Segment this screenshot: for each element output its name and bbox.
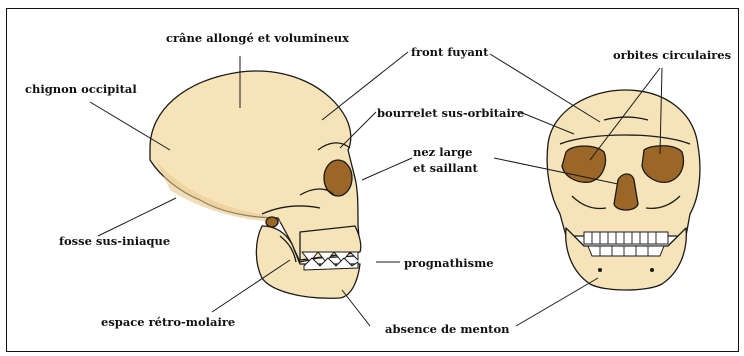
frontal-nasal	[614, 174, 638, 210]
label-nez-line2: et saillant	[413, 161, 478, 175]
label-front-fuyant: front fuyant	[411, 45, 488, 59]
label-bourrelet: bourrelet sus-orbitaire	[377, 106, 524, 120]
label-prognathisme: prognathisme	[404, 256, 494, 270]
label-nez-line1: nez large	[413, 145, 472, 159]
label-chignon: chignon occipital	[25, 82, 137, 96]
label-fosse: fosse sus-iniaque	[59, 234, 170, 248]
frontal-orbit-right	[642, 146, 683, 183]
leader-fosse	[98, 198, 176, 236]
leader-nez-lateral	[362, 158, 412, 180]
lateral-skull	[150, 71, 361, 298]
leader-menton-frontal	[516, 278, 598, 326]
label-orbites: orbites circulaires	[613, 48, 731, 62]
label-crane: crâne allongé et volumineux	[166, 31, 349, 45]
leader-menton-lateral	[342, 290, 370, 326]
label-menton: absence de menton	[385, 322, 510, 336]
label-espace: espace rétro-molaire	[101, 315, 235, 329]
frontal-skull	[547, 90, 700, 290]
